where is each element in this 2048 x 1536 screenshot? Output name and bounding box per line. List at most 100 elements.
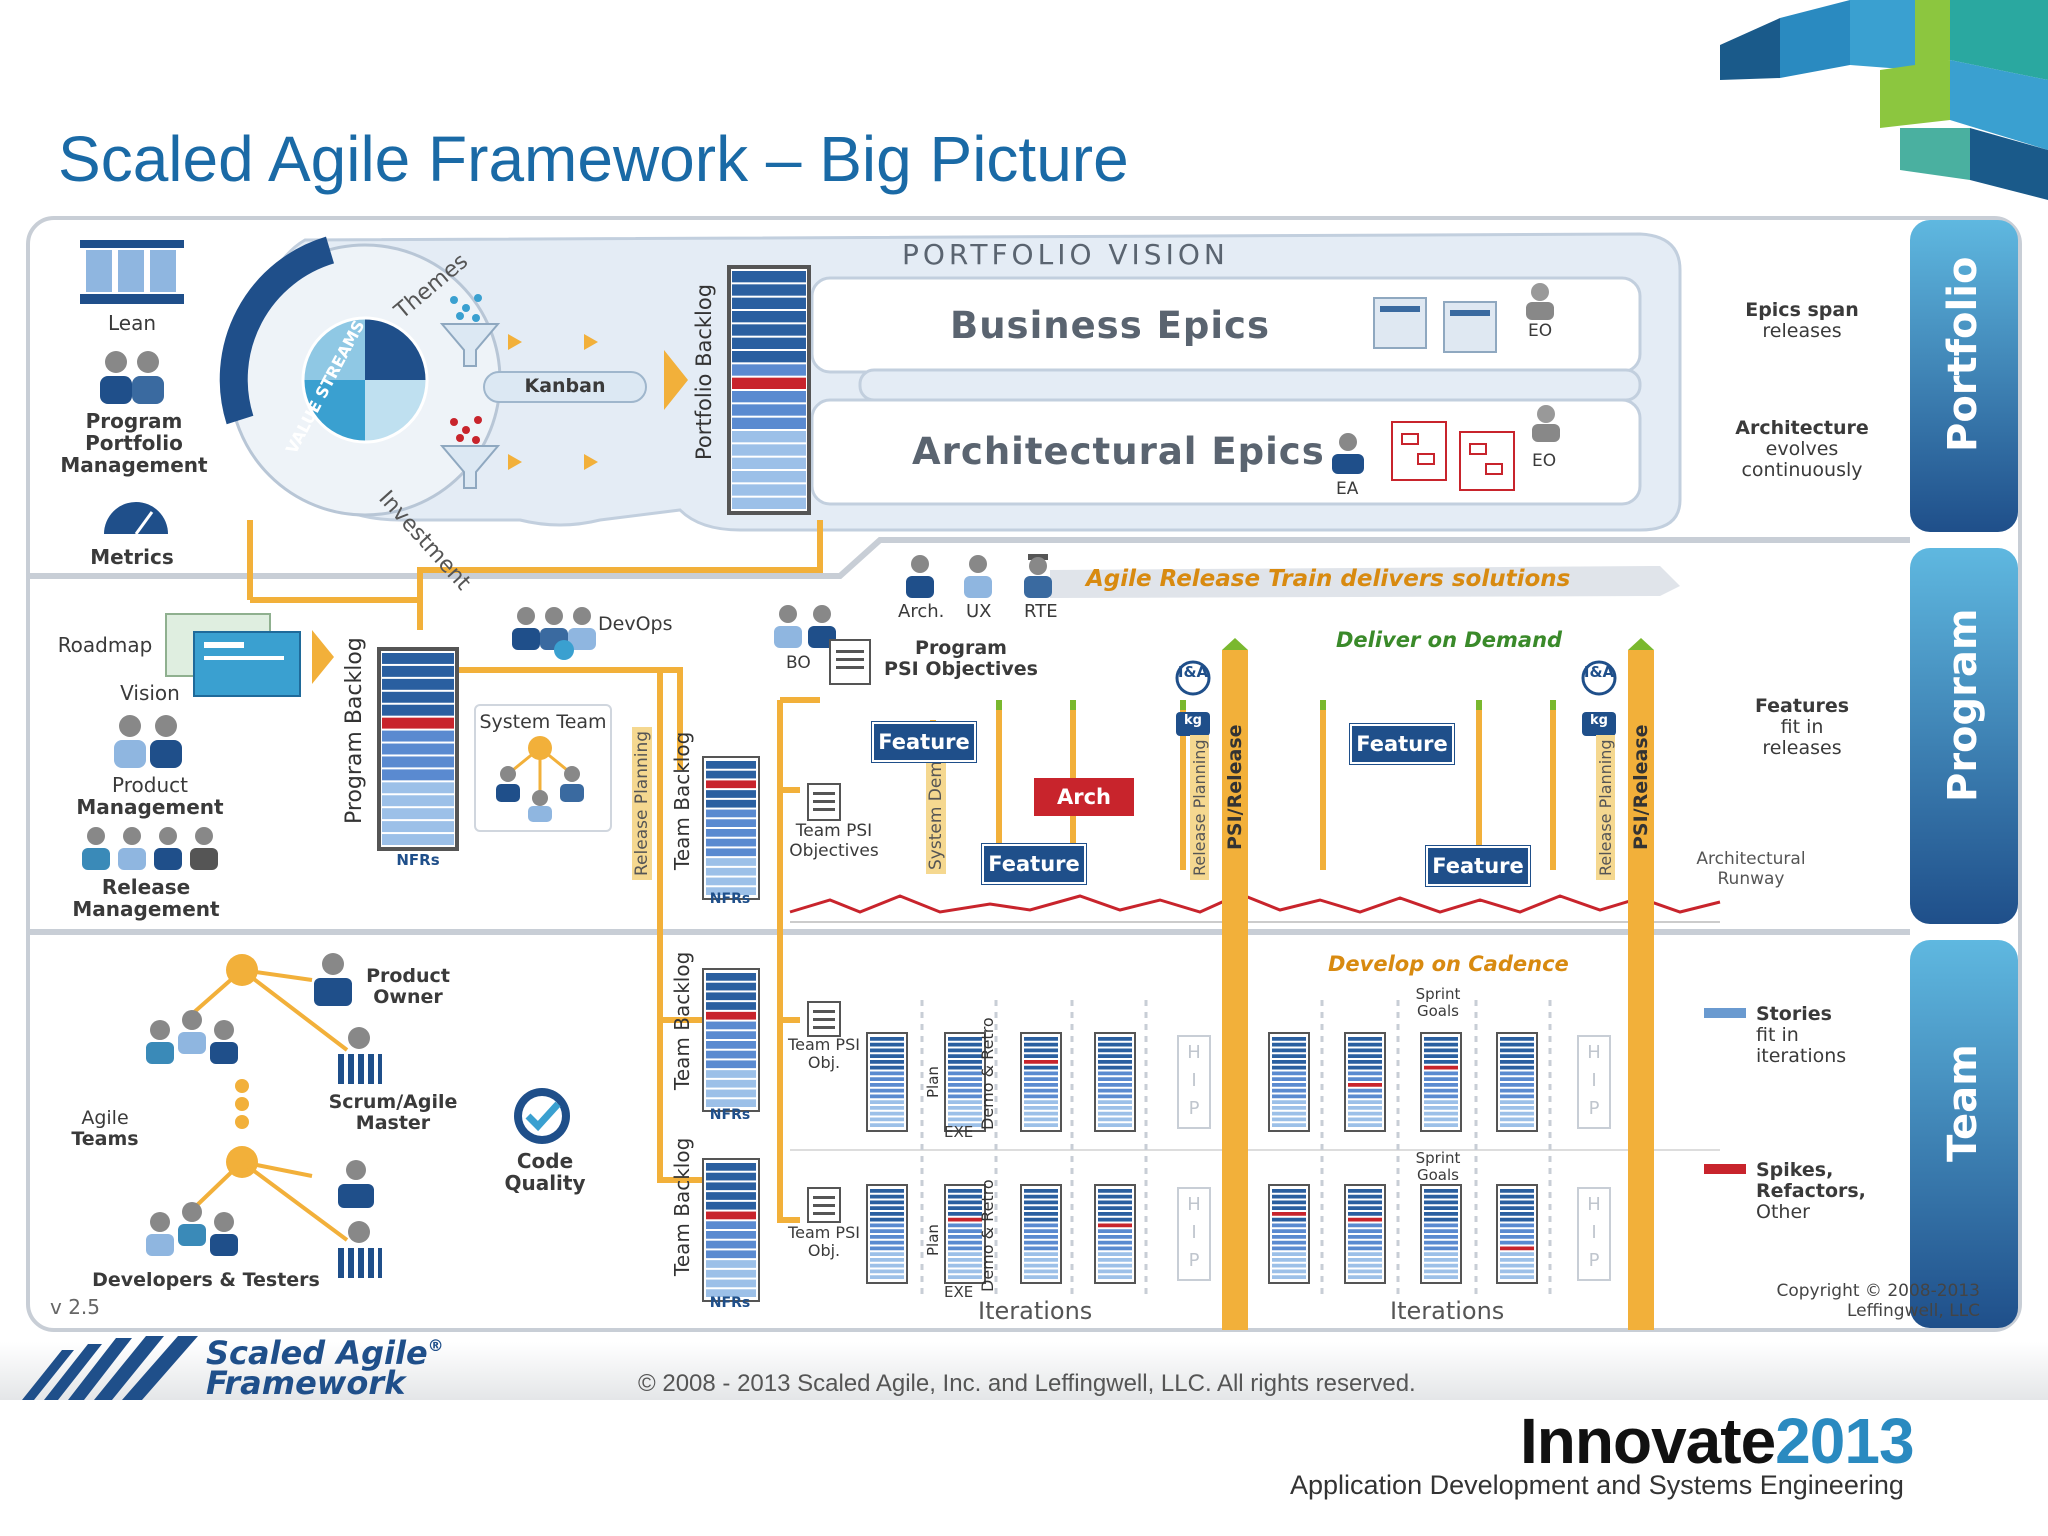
backlog-item [1024, 1194, 1058, 1199]
tab-portfolio[interactable]: Portfolio [1940, 256, 1986, 452]
backlog-item [948, 1229, 982, 1233]
backlog-item [732, 404, 806, 416]
backlog-item [706, 761, 756, 769]
backlog-item [706, 770, 756, 779]
backlog-item [1272, 1094, 1306, 1099]
backlog-item [732, 284, 806, 296]
backlog-item [1098, 1123, 1132, 1127]
backlog-item [1348, 1065, 1382, 1070]
backlog-stack [866, 1032, 908, 1132]
feature-box-4[interactable]: Feature [1426, 846, 1530, 886]
backlog-item [948, 1083, 982, 1087]
backlog-item [1348, 1206, 1382, 1210]
backlog-item [1348, 1037, 1382, 1041]
backlog-item [870, 1094, 904, 1099]
backlog-item [706, 867, 756, 876]
backlog-item [1272, 1077, 1306, 1081]
backlog-item [1272, 1263, 1306, 1268]
backlog-item [948, 1235, 982, 1239]
lean-label: Lean [107, 311, 157, 335]
exe-label-2: EXE [944, 1283, 974, 1301]
ux-role-label: UX [966, 601, 992, 622]
backlog-item [1024, 1240, 1058, 1245]
backlog-item [1348, 1117, 1382, 1122]
tab-program[interactable]: Program [1940, 608, 1986, 802]
backlog-item [706, 838, 756, 847]
nfrs-label-1: NFRs [709, 891, 751, 907]
feature-box-1[interactable]: Feature [872, 722, 976, 762]
backlog-item [870, 1106, 904, 1110]
arch-box[interactable]: Arch [1034, 778, 1134, 816]
backlog-item [1348, 1042, 1382, 1047]
backlog-item [1424, 1037, 1458, 1041]
backlog-item [1348, 1123, 1382, 1127]
backlog-item [870, 1189, 904, 1193]
hip-column [1577, 1035, 1611, 1129]
backlog-item [1424, 1217, 1458, 1222]
backlog-item [1348, 1083, 1382, 1087]
backlog-item [1098, 1100, 1132, 1104]
backlog-item [948, 1206, 982, 1210]
backlog-item [1272, 1088, 1306, 1093]
roadmap-label: Roadmap [57, 633, 153, 657]
kg-label-2: kg [1590, 713, 1608, 728]
feature-box-2[interactable]: Feature [982, 844, 1086, 884]
backlog-item [1024, 1235, 1058, 1239]
backlog-item [1098, 1065, 1132, 1070]
tab-team[interactable]: Team [1940, 1044, 1986, 1162]
tester-icon [338, 1221, 382, 1278]
backlog-item [1098, 1223, 1132, 1228]
backlog-item [1098, 1083, 1132, 1087]
art-banner-label: Agile Release Train delivers solutions [1086, 566, 1571, 592]
rte-role-label: RTE [1024, 601, 1058, 622]
backlog-item [706, 1269, 756, 1278]
developer-icon [338, 1160, 374, 1208]
version-label: v 2.5 [50, 1295, 100, 1319]
backlog-item [706, 887, 756, 895]
backlog-item [706, 1099, 756, 1107]
backlog-item [382, 691, 454, 703]
backlog-item [1272, 1189, 1306, 1193]
backlog-item [1272, 1100, 1306, 1104]
release-management-icon [82, 827, 218, 870]
backlog-item [1424, 1235, 1458, 1239]
feature-box-3[interactable]: Feature [1350, 724, 1454, 764]
backlog-item [1424, 1071, 1458, 1076]
code-quality-icon [514, 1088, 570, 1144]
psi-release-label-2: PSI/Release [1630, 724, 1652, 850]
backlog-item [732, 337, 806, 349]
backlog-item [1424, 1229, 1458, 1233]
backlog-item [382, 782, 454, 794]
backlog-item [870, 1083, 904, 1087]
innovate-logo: Innovate2013 [1520, 1405, 1915, 1477]
backlog-item [870, 1194, 904, 1199]
backlog-item [382, 665, 454, 677]
backlog-item [1272, 1258, 1306, 1262]
backlog-item [1024, 1200, 1058, 1205]
backlog-item [1348, 1240, 1382, 1245]
backlog-item [948, 1212, 982, 1216]
backlog-item [1348, 1194, 1382, 1199]
backlog-item [870, 1200, 904, 1205]
backlog-item [1500, 1071, 1534, 1076]
backlog-item [706, 829, 756, 837]
backlog-item [1098, 1111, 1132, 1116]
backlog-item [1348, 1071, 1382, 1076]
backlog-item [1098, 1246, 1132, 1251]
backlog-item [1500, 1189, 1534, 1193]
backlog-item [706, 1260, 756, 1268]
program-nfrs-label: NFRs [396, 851, 440, 869]
backlog-item [1424, 1111, 1458, 1116]
backlog-item [706, 992, 756, 1001]
backlog-item [1272, 1106, 1306, 1110]
backlog-item [732, 271, 806, 283]
hip-letter: I [1191, 1070, 1196, 1091]
backlog-item [382, 769, 454, 781]
backlog-item [1098, 1206, 1132, 1210]
backlog-item [1024, 1060, 1058, 1064]
roadmap-arrow-icon [312, 630, 334, 684]
enterprise-architect-icon [1332, 433, 1364, 474]
backlog-item [1424, 1117, 1458, 1122]
plan-label-1: Plan [924, 1066, 942, 1098]
